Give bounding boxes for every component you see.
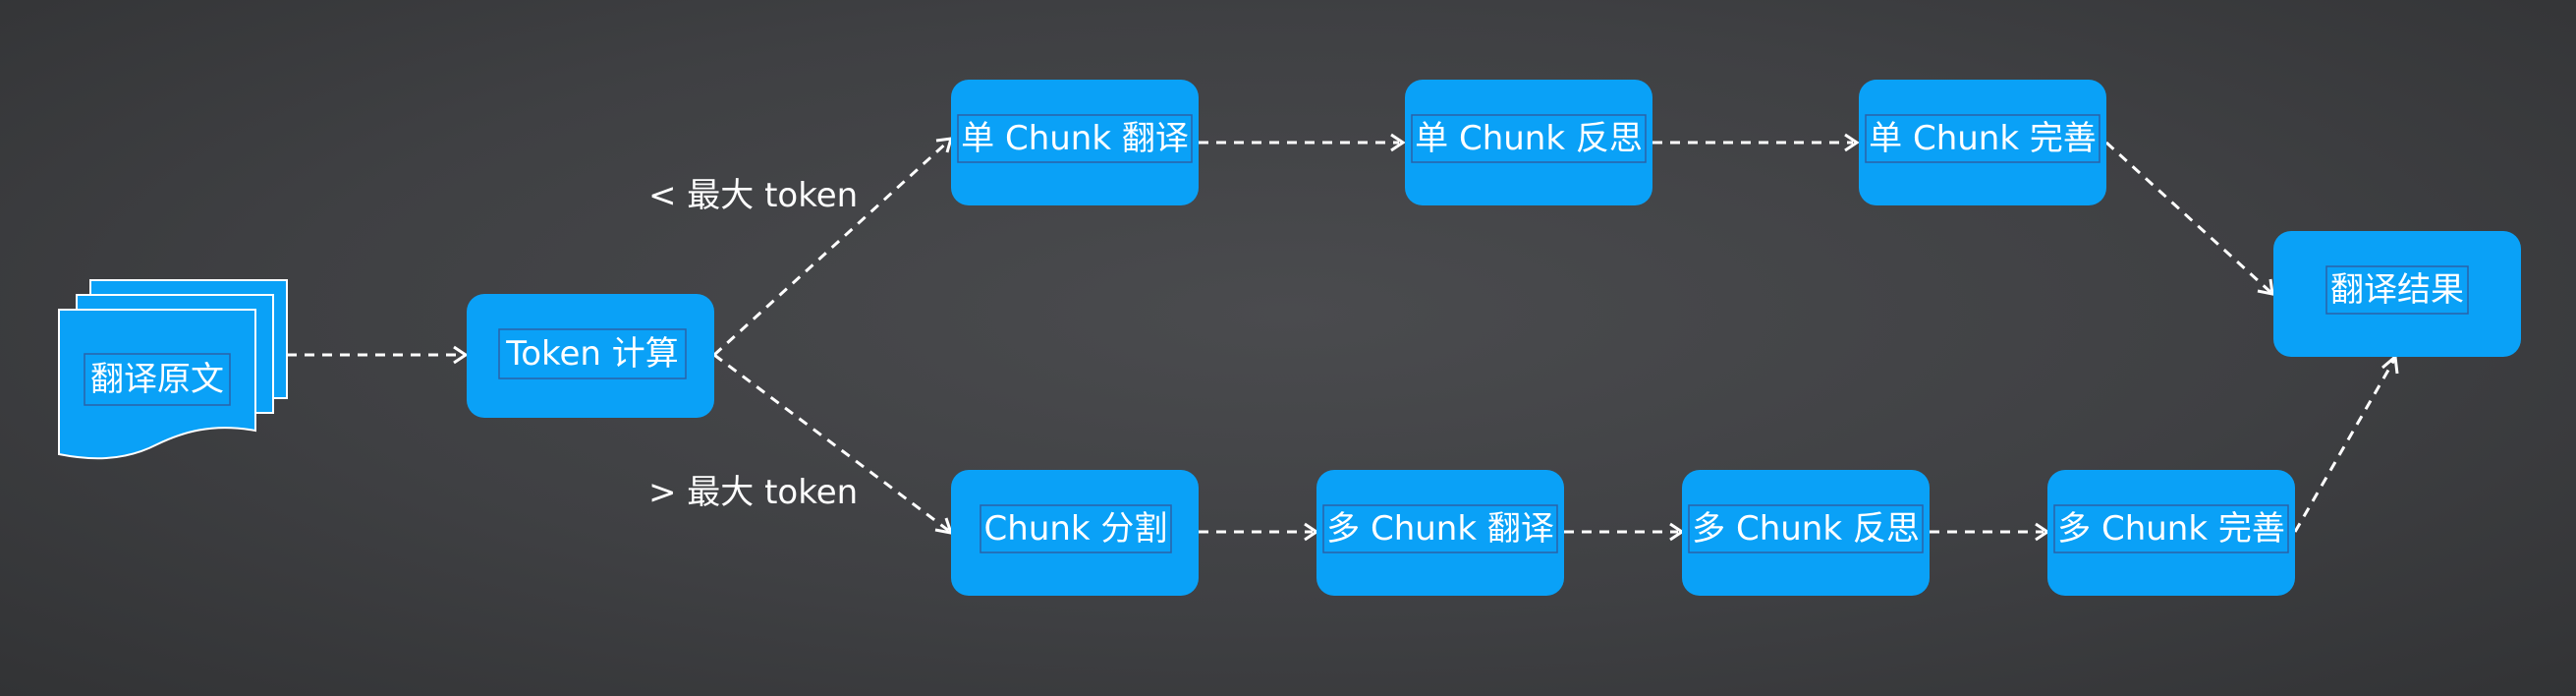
edge-token-to-split [713,353,950,533]
arrowhead-icon [1844,133,1860,152]
multi-improve-node[interactable]: 多 Chunk 完善 [2047,470,2295,596]
token-calc-label: Token 计算 [505,334,679,374]
edge-token-to-single [712,139,951,357]
single-reflect-label: 单 Chunk 反思 [1415,119,1643,158]
result-box [2273,231,2521,357]
multi-translate-node[interactable]: 多 Chunk 翻译 [1316,470,1564,596]
multi-reflect-node[interactable]: 多 Chunk 反思 [1682,470,1930,596]
token-calc-box [467,294,714,418]
token-calc-node[interactable]: Token 计算 [467,294,714,418]
chunk-split-node[interactable]: Chunk 分割 [951,470,1199,596]
document-sheet-front [58,309,256,460]
edge-label-below-max: < 最大 token [648,176,858,215]
arrowhead-icon [453,345,469,365]
edge-label-above-max: > 最大 token [648,473,858,512]
multi-improve-label-box [2053,504,2289,553]
multi-translate-label: 多 Chunk 翻译 [1326,509,1554,549]
single-translate-label: 单 Chunk 翻译 [961,119,1189,158]
arrowhead-icon [2381,354,2399,375]
multi-translate-box [1316,470,1564,596]
single-reflect-box [1405,80,1652,205]
chunk-split-box [951,470,1199,596]
single-translate-label-box [957,114,1193,163]
single-reflect-node[interactable]: 单 Chunk 反思 [1405,80,1652,205]
chunk-split-label: Chunk 分割 [984,509,1168,549]
result-label-box [2325,265,2469,315]
single-translate-box [951,80,1199,205]
single-improve-box [1859,80,2106,205]
multi-improve-label: 多 Chunk 完善 [2057,509,2285,549]
edge-single-improve-to-result [2104,141,2272,294]
result-label: 翻译结果 [2330,270,2464,310]
single-improve-node[interactable]: 单 Chunk 完善 [1859,80,2106,205]
single-improve-label-box [1865,114,2100,163]
result-node[interactable]: 翻译结果 [2273,231,2521,357]
single-translate-node[interactable]: 单 Chunk 翻译 [951,80,1199,205]
source-label-box [84,353,231,406]
multi-reflect-label: 多 Chunk 反思 [1692,509,1920,549]
edge-multi-improve-to-result [2293,359,2396,533]
single-reflect-label-box [1411,114,1647,163]
arrowhead-icon [2257,278,2274,296]
arrowhead-icon [1390,133,1406,152]
chunk-split-label-box [980,504,1172,553]
token-calc-label-box [498,328,687,379]
multi-reflect-label-box [1688,504,1924,553]
single-improve-label: 单 Chunk 完善 [1869,119,2097,158]
multi-translate-label-box [1322,504,1558,553]
source-label: 翻译原文 [90,360,224,399]
multi-improve-box [2047,470,2295,596]
source-document-node[interactable]: 翻译原文 [58,279,288,460]
multi-reflect-box [1682,470,1930,596]
